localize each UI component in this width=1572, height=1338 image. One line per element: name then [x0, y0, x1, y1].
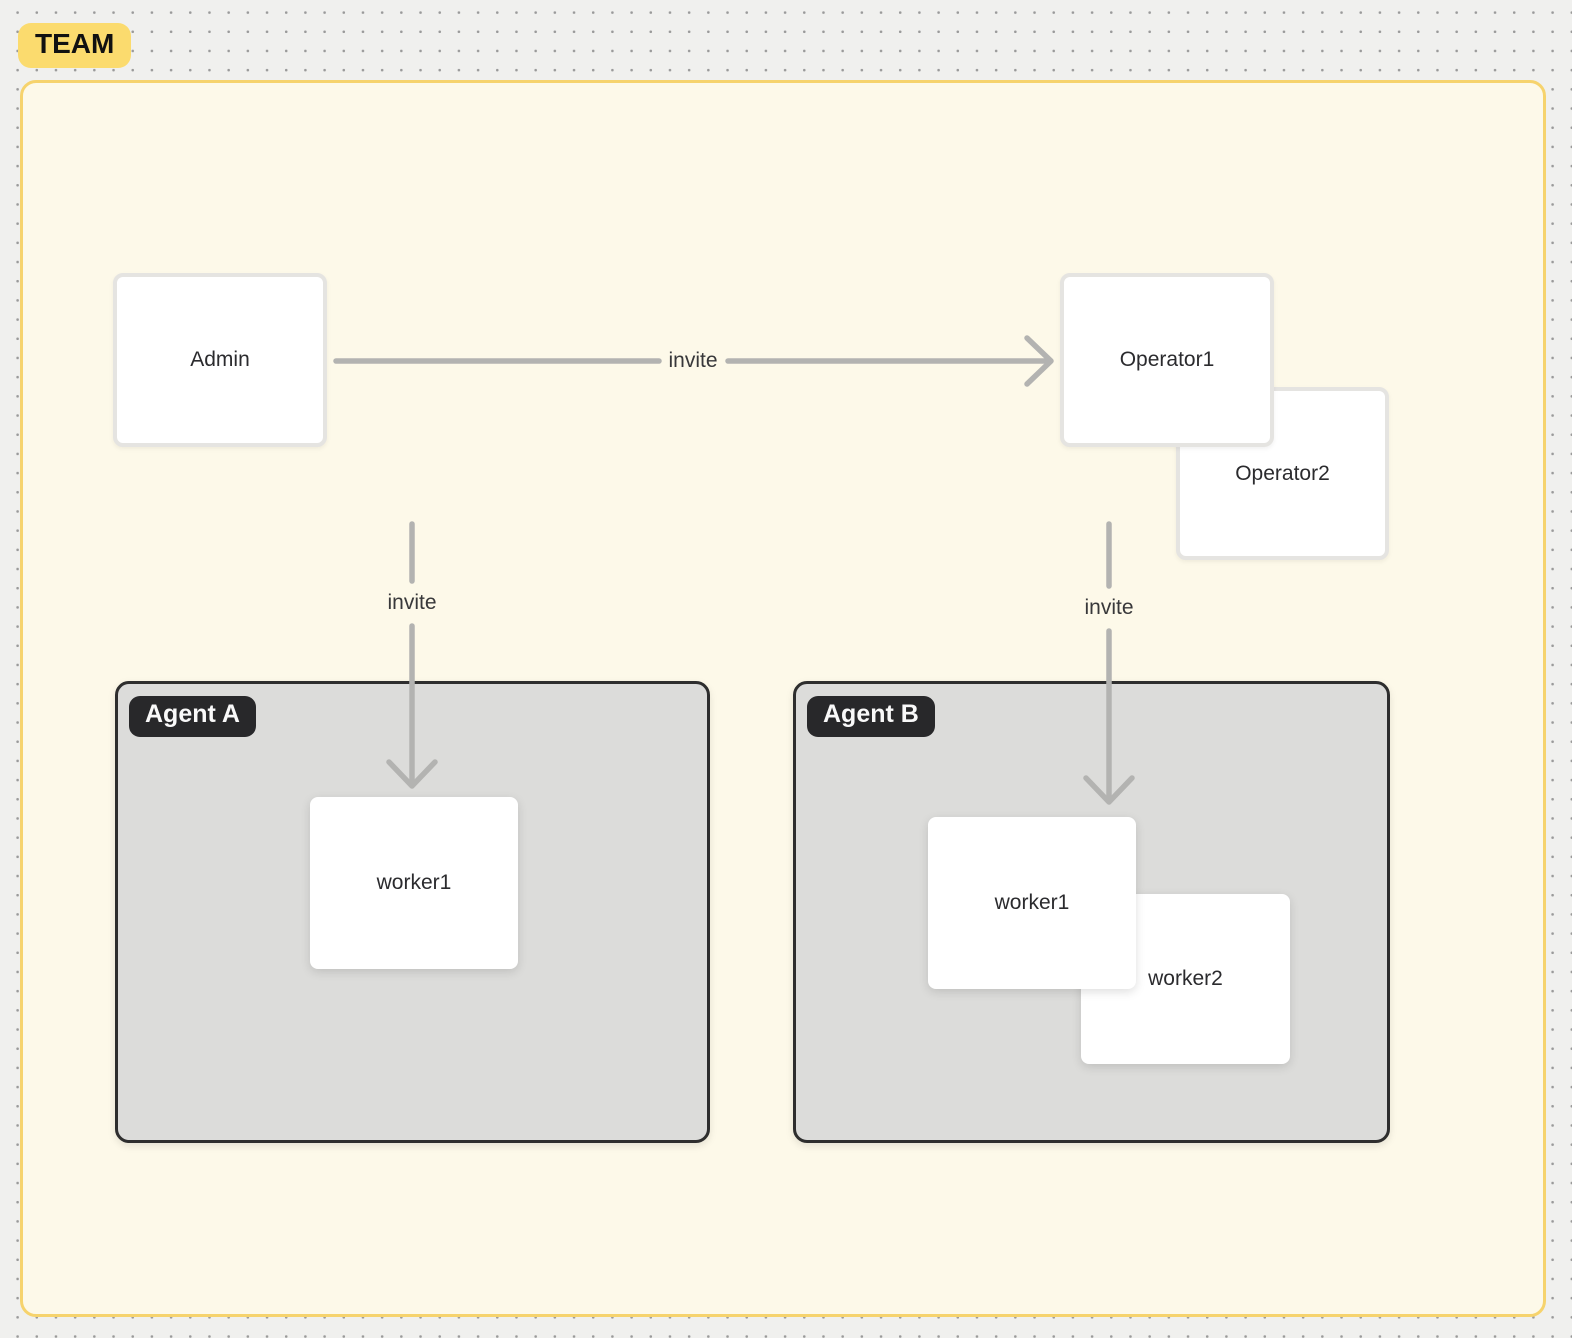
node-operator1-label: Operator1 [1119, 348, 1215, 371]
team-frame-label[interactable]: TEAM [18, 23, 132, 68]
agent-b-label[interactable]: Agent B [807, 696, 935, 737]
node-admin-label: Admin [190, 348, 250, 371]
node-agent-b-worker1[interactable]: worker1 [928, 817, 1136, 989]
invite-label-admin-agent-a[interactable]: invite [387, 591, 437, 614]
invite-label-admin-operator1[interactable]: invite [668, 349, 718, 372]
node-operator2-label: Operator2 [1235, 461, 1330, 485]
invite-label-operator1-agent-b[interactable]: invite [1084, 596, 1134, 619]
node-agent-a-worker1[interactable]: worker1 [310, 797, 518, 969]
node-agent-a-worker1-label: worker1 [376, 871, 452, 894]
node-agent-b-worker2-label: worker2 [1148, 967, 1223, 990]
node-operator1[interactable]: Operator1 [1060, 273, 1274, 447]
agent-a-label[interactable]: Agent A [129, 696, 256, 737]
node-agent-b-worker1-label: worker1 [994, 891, 1070, 914]
node-admin[interactable]: Admin [113, 273, 327, 447]
